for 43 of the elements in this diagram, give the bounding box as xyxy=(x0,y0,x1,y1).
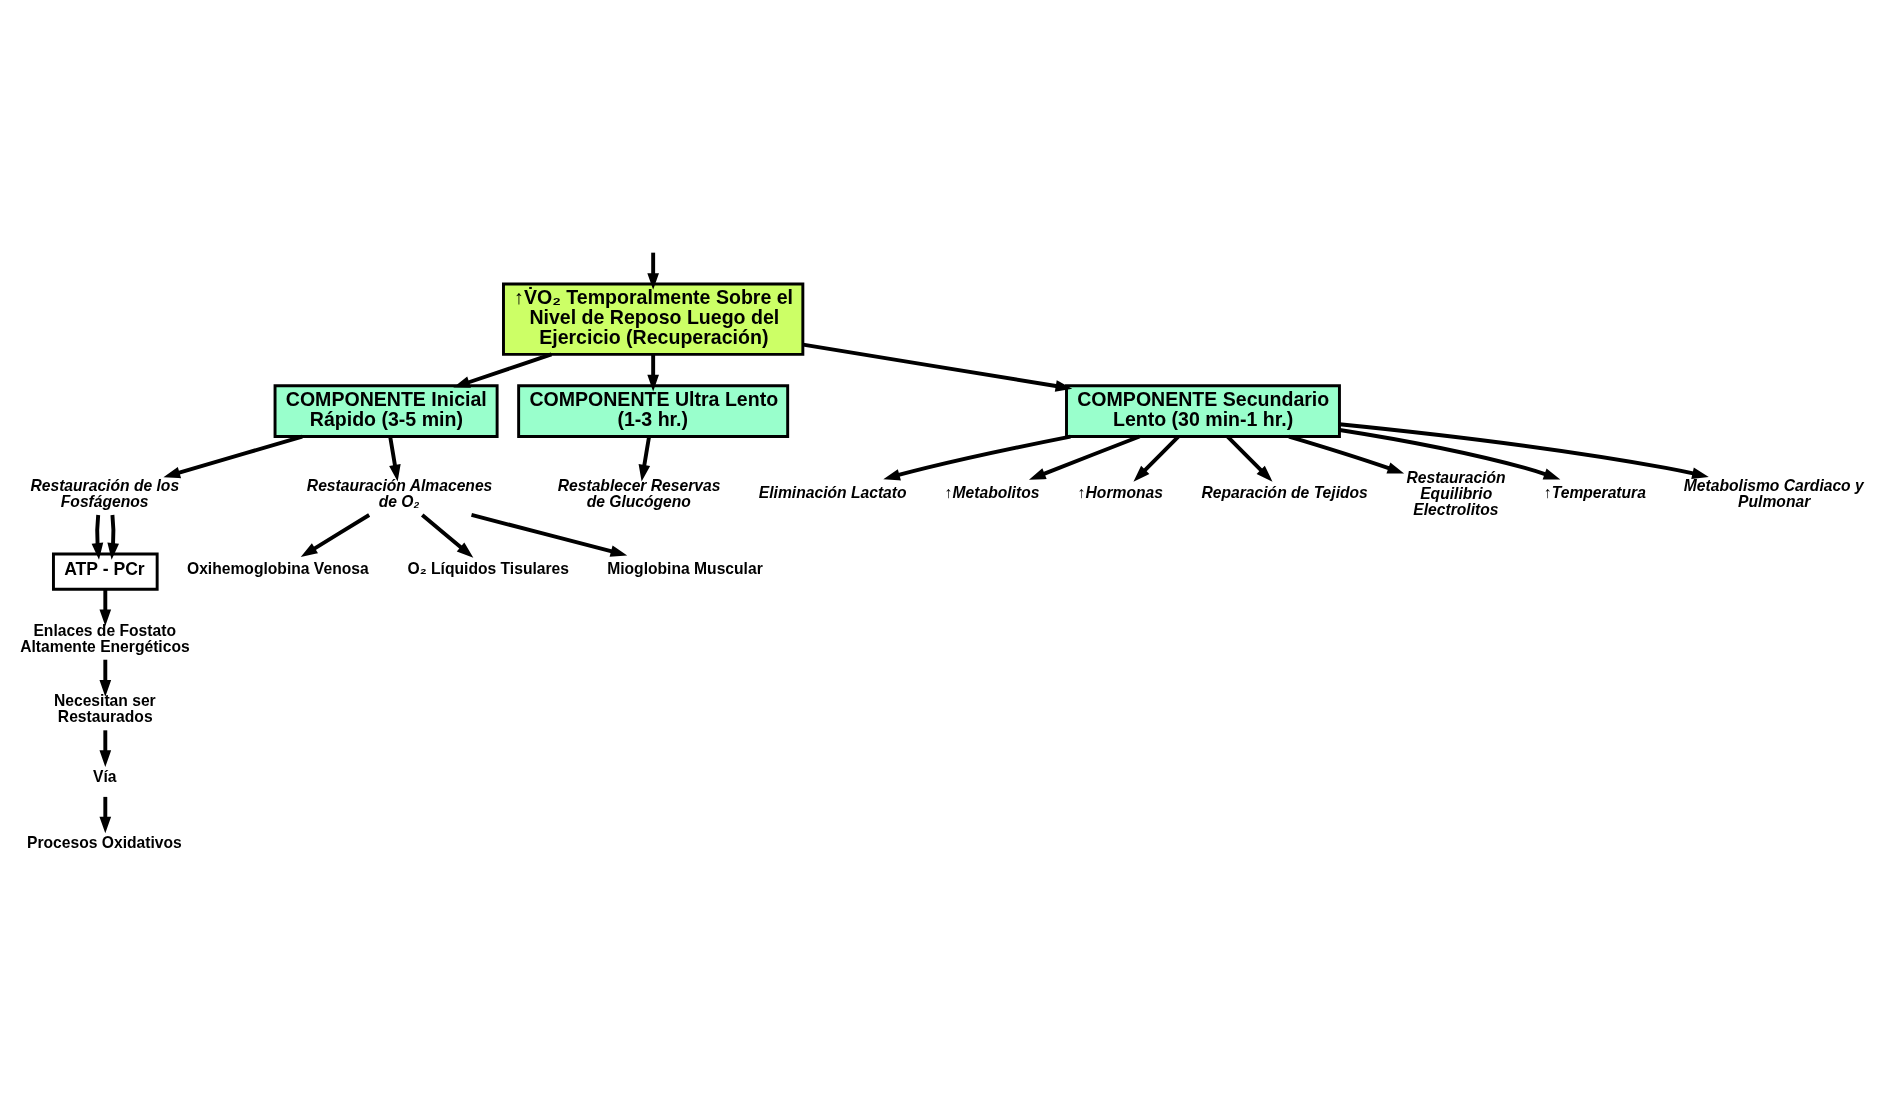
arrow xyxy=(99,588,112,626)
arrow xyxy=(1029,434,1141,480)
node-text: Restauración Equilibrio Electrolitos xyxy=(1406,468,1506,518)
node-text: ↑Hormonas xyxy=(1077,483,1163,501)
arrow xyxy=(1339,421,1709,479)
arrow xyxy=(647,353,659,391)
node-box: COMPONENTE Ultra Lento (1-3 hr.) xyxy=(517,383,790,438)
node-text: Reparación de Tejidos xyxy=(1201,483,1368,501)
node-box: ↑V̇O₂ Temporalmente Sobre el Nivel de Reposo Luego del Ejercicio (Recuperación) xyxy=(502,281,805,356)
node-box: ATP - PCr xyxy=(52,551,159,591)
arrow xyxy=(388,435,401,481)
node-box: COMPONENTE Inicial Rápido (3-5 min) xyxy=(273,383,499,438)
node-text: ↑Temperatura xyxy=(1543,483,1646,501)
arrow xyxy=(1288,434,1405,474)
arrow xyxy=(453,352,553,388)
node-text: Restauración de los Fosfágenos xyxy=(30,476,180,510)
arrow xyxy=(99,729,112,767)
arrow xyxy=(638,435,651,481)
node-text: Eliminación Lactato xyxy=(758,483,907,501)
node-text: Procesos Oxidativos xyxy=(27,833,182,851)
node-text: Restauración Almacenes de O₂ xyxy=(306,476,493,510)
arrow xyxy=(99,659,112,697)
arrow xyxy=(99,796,112,833)
arrow xyxy=(421,513,474,558)
node-text: O₂ Líquidos Tisulares xyxy=(407,559,569,577)
arrow xyxy=(883,434,1071,480)
node-text: Oxihemoglobina Venosa xyxy=(187,559,369,577)
node-text: Necesitan ser Restaurados xyxy=(53,691,156,725)
node-text: Mioglobina Muscular xyxy=(607,559,763,577)
arrow xyxy=(1339,427,1561,480)
arrow xyxy=(647,252,659,290)
arrow xyxy=(802,342,1073,392)
arrow xyxy=(163,434,303,478)
arrow xyxy=(300,512,371,557)
arrow xyxy=(107,514,119,560)
arrow xyxy=(91,514,104,560)
arrow xyxy=(471,512,628,557)
node-text: Restablecer Reservas de Glucógeno xyxy=(557,476,721,510)
node-text: Vía xyxy=(93,767,117,785)
node-text: Enlaces de Fostato Altamente Energéticos xyxy=(20,621,190,655)
node-text: Metabolismo Cardiaco y Pulmonar xyxy=(1683,476,1864,510)
node-box: COMPONENTE Secundario Lento (30 min-1 hr.) xyxy=(1065,383,1341,438)
node-text: ↑Metabolitos xyxy=(944,483,1040,501)
